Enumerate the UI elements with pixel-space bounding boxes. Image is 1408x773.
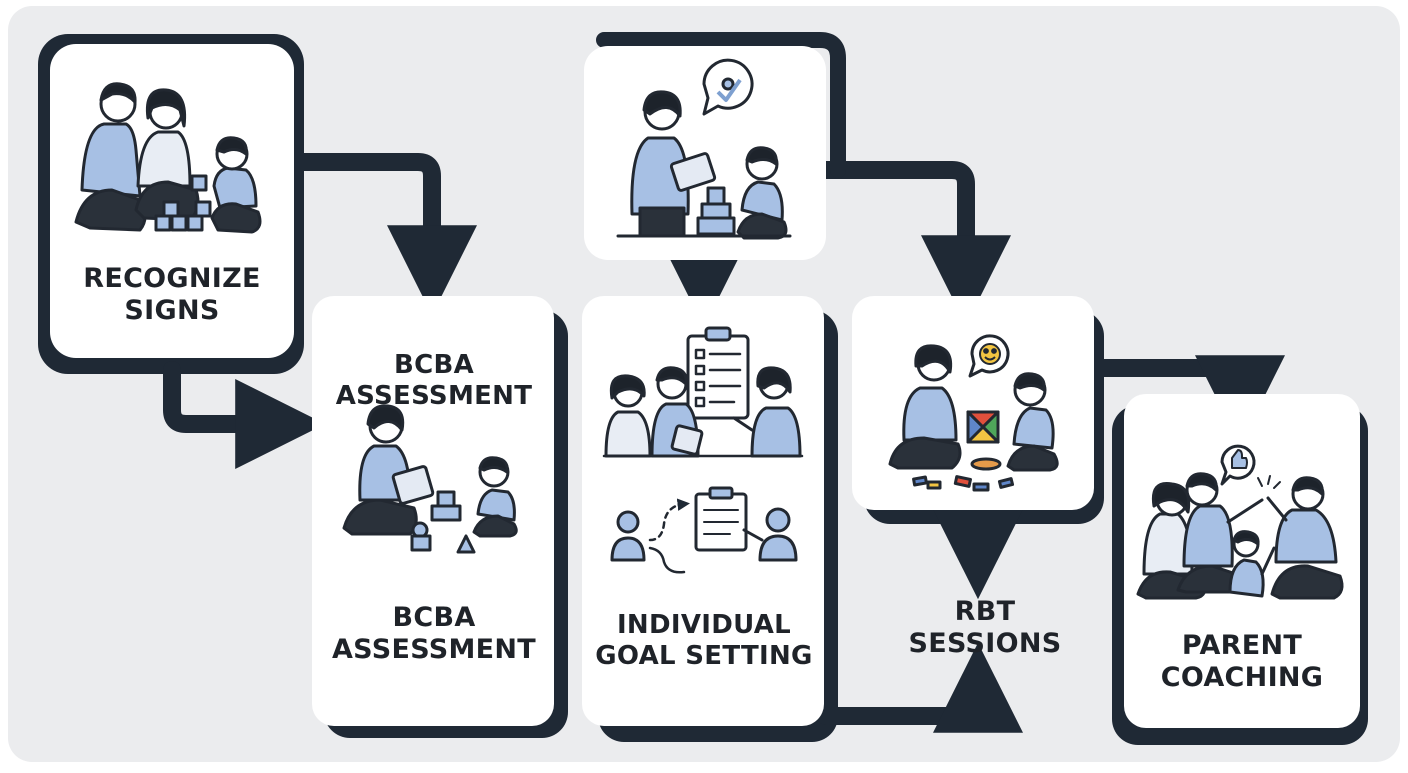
rbt-line-1: RBT bbox=[954, 596, 1016, 627]
smiley-bubble-icon bbox=[968, 334, 1010, 378]
family-icon bbox=[74, 82, 262, 234]
bcba-bottom-line-2: ASSESSMENT bbox=[331, 634, 537, 666]
goal-plan-icon bbox=[610, 486, 798, 574]
bcba-title-label: BCBA ASSESSMENT bbox=[316, 350, 552, 412]
meeting-icon bbox=[602, 366, 804, 458]
bcba-assessment-label: BCBA ASSESSMENT bbox=[316, 602, 552, 667]
goal-line-1: INDIVIDUAL bbox=[616, 610, 792, 640]
bcba-title-line-1: BCBA bbox=[393, 350, 475, 380]
connector-rbt-to-parent bbox=[1083, 355, 1285, 446]
rbt-card bbox=[852, 296, 1094, 510]
connector-goal-to-rbt bbox=[817, 642, 1023, 733]
thumbs-up-bubble-icon bbox=[1220, 444, 1256, 486]
high-five-family-icon bbox=[1136, 472, 1344, 600]
connector-recognize-to-bcba-left bbox=[163, 361, 326, 469]
connectors bbox=[163, 153, 1285, 733]
observe-card-frame bbox=[596, 32, 846, 178]
bcba-bottom-line-1: BCBA bbox=[392, 602, 476, 633]
goal-line-2: GOAL SETTING bbox=[595, 641, 813, 672]
rbt-line-2: SESSIONS bbox=[908, 628, 1062, 660]
parent-line-1: PARENT bbox=[1181, 630, 1303, 661]
therapist-child-icon bbox=[616, 90, 792, 240]
puzzle-play-icon bbox=[888, 344, 1059, 492]
parent-coaching-label: PARENT COACHING bbox=[1128, 630, 1356, 695]
recognize-line-2: SIGNS bbox=[124, 295, 220, 327]
connector-observe-to-rbt bbox=[815, 161, 1011, 326]
rbt-sessions-label: RBT SESSIONS bbox=[880, 596, 1090, 661]
recognize-line-1: RECOGNIZE bbox=[83, 263, 261, 294]
connector-recognize-to-bcba-top bbox=[283, 153, 477, 316]
parent-line-2: COACHING bbox=[1160, 662, 1324, 694]
bcba-title-line-2: ASSESSMENT bbox=[335, 381, 533, 412]
goal-setting-label: INDIVIDUAL GOAL SETTING bbox=[584, 610, 824, 672]
clipboard-icon bbox=[686, 326, 750, 420]
bcba-assessment-icon bbox=[342, 404, 518, 554]
recognize-signs-label: RECOGNIZE SIGNS bbox=[54, 263, 290, 328]
checkmark-bubble-icon bbox=[702, 58, 754, 116]
